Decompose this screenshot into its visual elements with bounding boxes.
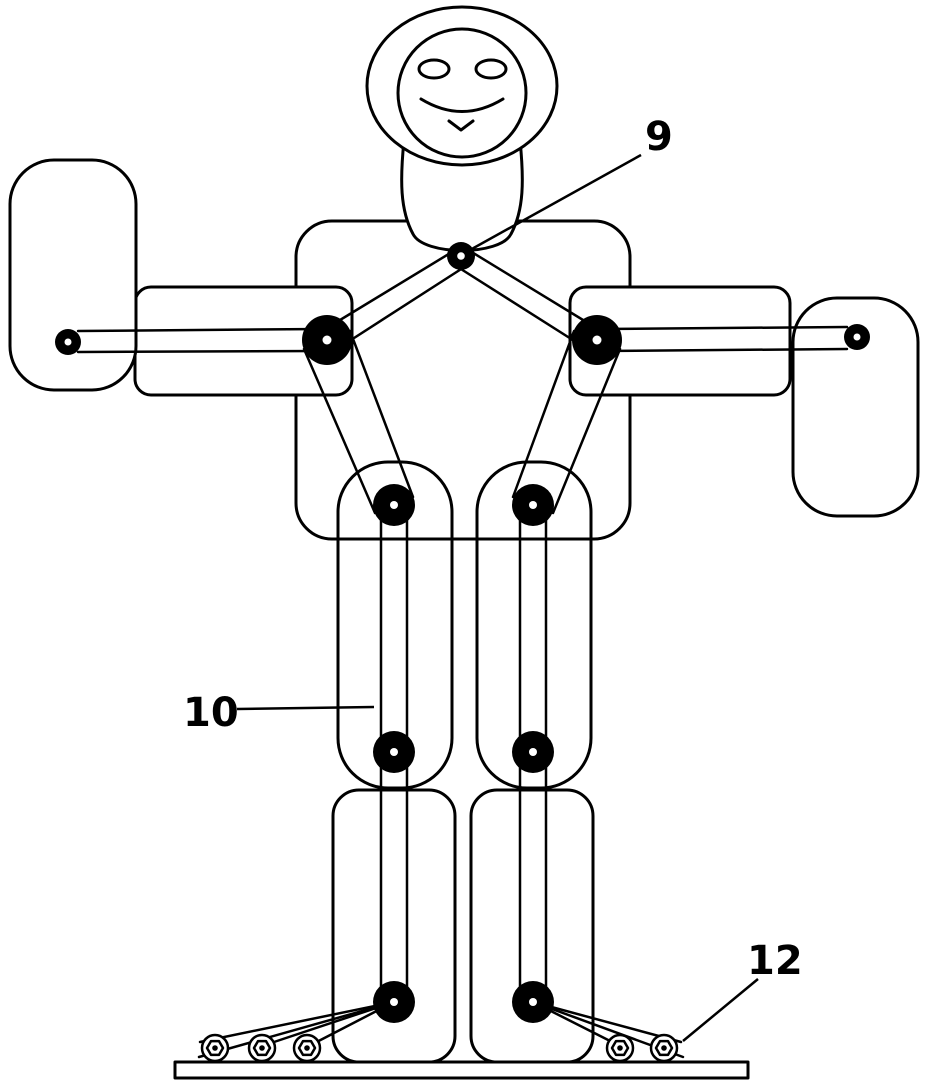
belt-line xyxy=(76,327,324,333)
belt-line xyxy=(348,329,415,499)
left-thigh xyxy=(336,460,454,790)
belt-line xyxy=(511,329,576,499)
left-wrist-pin xyxy=(64,338,72,346)
mouth-smile xyxy=(419,97,505,113)
belt-line xyxy=(600,347,849,353)
right-shoulder-pin xyxy=(592,335,602,345)
left-hip-pin xyxy=(390,501,398,509)
robot xyxy=(8,5,920,1080)
right-wrist-pin xyxy=(853,333,861,341)
belt-line xyxy=(335,262,471,351)
left-eye-icon xyxy=(417,58,451,80)
label-10-leader xyxy=(236,705,375,711)
belt-line xyxy=(551,347,622,515)
joints xyxy=(55,242,870,1023)
foot-link xyxy=(260,1000,396,1048)
hex-nut-icon xyxy=(654,1039,674,1057)
chest-joint-pin xyxy=(457,252,465,260)
foot-fastener xyxy=(649,1033,679,1063)
right-hand xyxy=(791,296,920,518)
left-hand xyxy=(8,158,138,392)
hex-nut-icon xyxy=(297,1039,317,1057)
right-eye-icon xyxy=(474,58,508,80)
label-10: 10 xyxy=(183,690,239,736)
right-thigh xyxy=(475,460,593,790)
hex-nut-icon xyxy=(205,1039,225,1057)
label-9-leader xyxy=(469,153,642,252)
right-ankle-pin xyxy=(529,998,537,1006)
belt-line xyxy=(302,347,377,515)
figure-labels: 9 10 12 xyxy=(183,114,803,1042)
foot-link xyxy=(197,1000,396,1059)
chin-mark xyxy=(447,119,475,132)
label-9: 9 xyxy=(645,114,673,160)
right-hip-pin xyxy=(529,501,537,509)
left-knee-pin xyxy=(390,748,398,756)
label-12: 12 xyxy=(747,938,803,984)
foot-link xyxy=(531,1000,683,1044)
left-ankle-pin xyxy=(390,998,398,1006)
right-knee-pin xyxy=(529,748,537,756)
foot-fastener xyxy=(605,1033,635,1063)
foot-fastener xyxy=(247,1033,277,1063)
belt-line xyxy=(76,349,324,354)
base-plate xyxy=(173,1060,750,1080)
left-shoulder-pin xyxy=(322,335,332,345)
hex-nut-icon xyxy=(610,1039,630,1057)
belt-line xyxy=(600,325,849,331)
hex-nut-icon xyxy=(252,1039,272,1057)
label-12-leader xyxy=(682,978,759,1042)
foot-fastener xyxy=(200,1033,230,1063)
foot-fasteners xyxy=(200,1033,679,1063)
foot-fastener xyxy=(292,1033,322,1063)
belt-line xyxy=(451,262,589,351)
foot-link xyxy=(198,1000,396,1044)
face-outline xyxy=(396,27,528,159)
